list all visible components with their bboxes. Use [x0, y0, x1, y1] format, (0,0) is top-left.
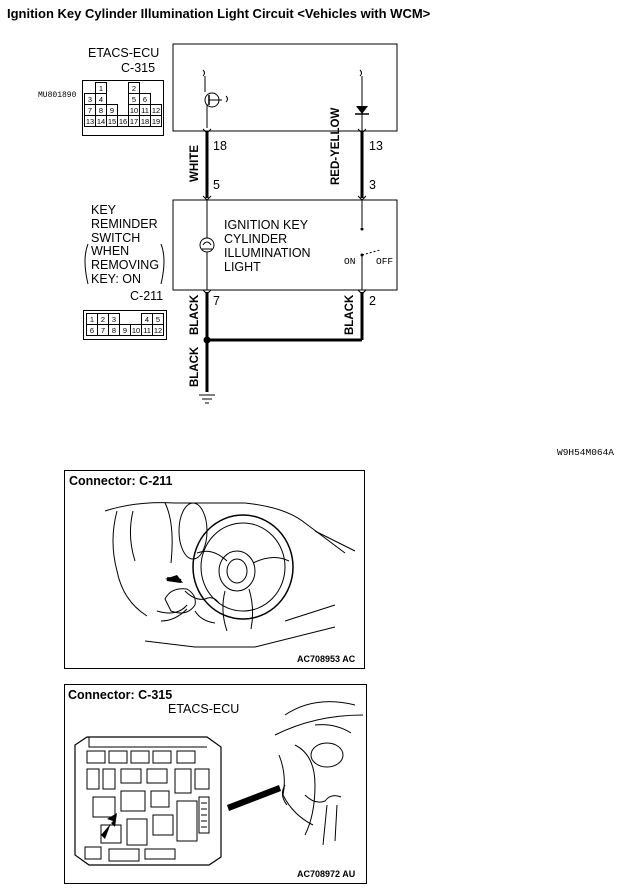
diagram-title: Ignition Key Cylinder Illumination Light…: [7, 6, 431, 21]
light-label: IGNITION KEY CYLINDER ILLUMINATION LIGHT: [224, 218, 311, 274]
light-label-line: LIGHT: [224, 260, 261, 274]
switch-off-label: OFF: [376, 256, 394, 267]
switch-connector-label: C-211: [130, 289, 164, 303]
panel-ecu-label: ETACS-ECU: [168, 702, 240, 716]
ecu-connector-label: C-315: [121, 61, 156, 75]
panel-title-c211: Connector: C-211: [69, 474, 173, 488]
switch-pin: 8: [108, 324, 120, 336]
arrow-icon: [101, 813, 117, 839]
panel-code-c211: AC708953 AC: [297, 654, 356, 664]
switch-pin: 11: [141, 324, 153, 336]
switch-condition-line: REMOVING: [91, 258, 160, 272]
wire-color-black-ground: BLACK: [189, 346, 201, 387]
circuit-wiring: [84, 43, 398, 404]
pointer-icon: [227, 785, 281, 811]
switch-pin: 6: [86, 324, 98, 336]
diode-icon: [356, 106, 368, 114]
connector-c315-panel: Connector: C-315 ETACS-ECU: [64, 684, 367, 884]
switch-name-line: KEY: [91, 203, 117, 217]
splice-icon: [203, 336, 211, 344]
ecu-box: [172, 43, 398, 132]
switch-pin: 7: [97, 324, 109, 336]
ecu-pin: 1: [95, 82, 107, 94]
wire-color-black-left: BLACK: [189, 294, 201, 335]
switch-pin: 4: [141, 313, 153, 325]
ecu-connector-pinout: 1 2 3 4 5 6 7 8 9 10 11 12 13 14 15 16: [82, 80, 164, 136]
ecu-pin: 19: [150, 115, 162, 127]
switch-box: [172, 199, 398, 291]
pin-18: 18: [213, 139, 227, 153]
panel-code-c315: AC708972 AU: [297, 869, 356, 879]
ecu-part-code: MU801890: [38, 91, 77, 100]
pin-3: 3: [369, 178, 376, 192]
ecu-pin: 13: [84, 115, 96, 127]
switch-pin: 1: [86, 313, 98, 325]
pin-7: 7: [213, 294, 220, 308]
connector-c211-panel: Connector: C-211: [64, 470, 365, 669]
wire-color-black-right: BLACK: [344, 294, 356, 335]
switch-condition-line: KEY: ON: [91, 272, 142, 286]
ecu-name: ETACS-ECU: [88, 46, 160, 60]
switch-condition-line: WHEN: [91, 244, 130, 258]
switch-pin: 10: [130, 324, 142, 336]
switch-name-line: SWITCH: [91, 231, 141, 245]
pin-2: 2: [369, 294, 376, 308]
ecu-pin: 17: [128, 115, 140, 127]
pin-13: 13: [369, 139, 383, 153]
switch-connector-pinout: 1 2 3 4 5 6 7 8 9 10 11 12: [83, 310, 167, 340]
switch-contact-icon: [361, 249, 381, 256]
light-label-line: ILLUMINATION: [224, 246, 311, 260]
switch-pin: 2: [97, 313, 109, 325]
light-label-line: CYLINDER: [224, 232, 288, 246]
light-label-line: IGNITION KEY: [224, 218, 309, 232]
steering-column-illustration: [104, 502, 356, 648]
switch-pin: 12: [152, 324, 164, 336]
switch-pin: 9: [119, 324, 131, 336]
switch-condition: WHEN REMOVING KEY: ON: [91, 244, 159, 286]
switch-name-line: REMINDER: [91, 217, 158, 231]
switch-name: KEY REMINDER SWITCH: [91, 203, 158, 245]
wire-color-red-yellow: RED-YELLOW: [330, 107, 342, 185]
diagram-code: W9H54M064A: [557, 447, 615, 458]
etacs-ecu-illustration: [74, 701, 364, 866]
switch-pin: 5: [152, 313, 164, 325]
wire-color-white: WHITE: [189, 144, 201, 182]
panel-title-c315: Connector: C-315: [68, 688, 173, 702]
pin-5: 5: [213, 178, 220, 192]
switch-on-label: ON: [344, 256, 356, 267]
switch-pin: 3: [108, 313, 120, 325]
lamp-icon: [199, 237, 215, 253]
